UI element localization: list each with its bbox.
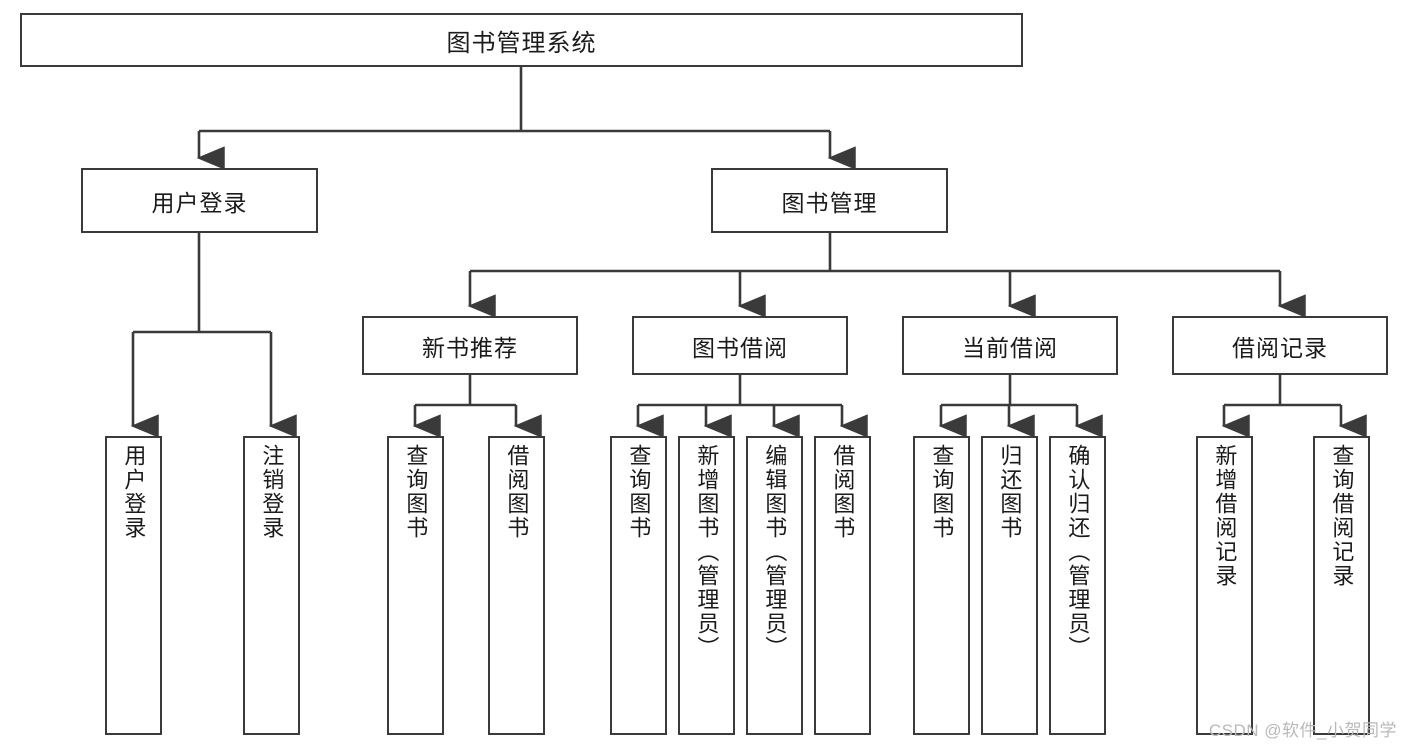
node-new-book-recommend[interactable]: 新书推荐 — [362, 316, 578, 375]
node-label: 新增借阅记录 — [1212, 444, 1238, 588]
node-label: 归还图书 — [997, 444, 1023, 540]
leaf-user-login[interactable]: 用户登录 — [105, 436, 162, 735]
node-label: 图书借阅 — [692, 334, 788, 361]
leaf-add-borrow-record[interactable]: 新增借阅记录 — [1196, 436, 1253, 735]
watermark: CSDN @软件_小贺同学 — [1208, 721, 1397, 740]
node-label: 图书管理系统 — [446, 29, 597, 57]
node-label: 新增图书（管理员） — [694, 444, 720, 660]
leaf-edit-book-admin[interactable]: 编辑图书（管理员） — [746, 436, 803, 735]
node-label: 查询借阅记录 — [1329, 444, 1355, 588]
node-label: 查询图书 — [403, 444, 429, 540]
node-book-manage[interactable]: 图书管理 — [711, 168, 948, 233]
node-label: 借阅图书 — [830, 444, 856, 540]
node-label: 查询图书 — [929, 444, 955, 540]
node-borrow-record[interactable]: 借阅记录 — [1172, 316, 1388, 375]
node-label: 确认归还（管理员） — [1065, 444, 1091, 660]
node-label: 借阅图书 — [504, 444, 530, 540]
node-user-login[interactable]: 用户登录 — [81, 168, 318, 233]
node-label: 编辑图书（管理员） — [762, 444, 788, 660]
node-label: 注销登录 — [259, 444, 285, 540]
node-label: 查询图书 — [626, 444, 652, 540]
node-label: 新书推荐 — [422, 334, 518, 361]
leaf-query-book-borrow[interactable]: 查询图书 — [610, 436, 667, 735]
node-label: 借阅记录 — [1232, 334, 1328, 361]
leaf-query-book-recommend[interactable]: 查询图书 — [387, 436, 444, 735]
leaf-borrow-book[interactable]: 借阅图书 — [814, 436, 871, 735]
node-book-borrow[interactable]: 图书借阅 — [632, 316, 848, 375]
node-label: 当前借阅 — [962, 334, 1058, 361]
leaf-borrow-book-recommend[interactable]: 借阅图书 — [488, 436, 545, 735]
node-label: 用户登录 — [151, 189, 248, 216]
node-label: 用户登录 — [121, 444, 147, 540]
node-current-borrow[interactable]: 当前借阅 — [902, 316, 1118, 375]
node-label: 图书管理 — [781, 189, 878, 216]
leaf-user-logout[interactable]: 注销登录 — [243, 436, 300, 735]
leaf-query-borrow-record[interactable]: 查询借阅记录 — [1313, 436, 1370, 735]
leaf-query-book-current[interactable]: 查询图书 — [913, 436, 970, 735]
leaf-confirm-return-admin[interactable]: 确认归还（管理员） — [1049, 436, 1106, 735]
leaf-add-book-admin[interactable]: 新增图书（管理员） — [678, 436, 735, 735]
leaf-return-book[interactable]: 归还图书 — [981, 436, 1038, 735]
node-root-book-management-system[interactable]: 图书管理系统 — [20, 13, 1023, 67]
